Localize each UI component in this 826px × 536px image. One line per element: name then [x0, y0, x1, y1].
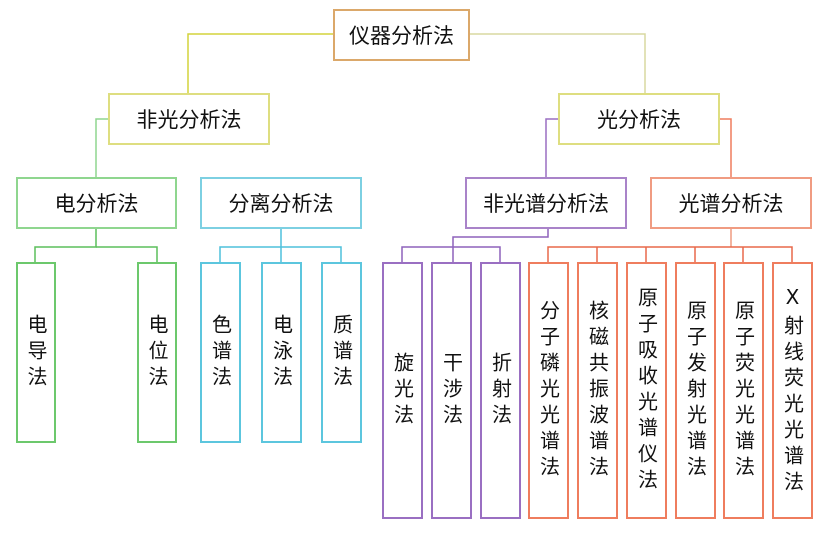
leaf-nmr: 核磁共振波谱法 — [577, 262, 618, 519]
leaf-polarimetry: 旋光法 — [382, 262, 423, 519]
leaf-refractometry: 折射法 — [480, 262, 521, 519]
connector-nonspectral-leaves — [452, 229, 549, 262]
node-non-optical: 非光分析法 — [108, 93, 270, 145]
connector-separation-bar — [219, 246, 342, 262]
connector-spectral-bar — [547, 246, 793, 262]
leaf-xray-fluorescence: X射线荧光光谱法 — [772, 262, 813, 519]
leaf-atomic-fluorescence: 原子荧光光谱法 — [723, 262, 764, 519]
connector-optical-spectral — [719, 118, 732, 177]
leaf-interferometry: 干涉法 — [431, 262, 472, 519]
leaf-potentiometry: 电位法 — [137, 262, 177, 443]
node-spectral: 光谱分析法 — [650, 177, 812, 229]
node-separation: 分离分析法 — [200, 177, 362, 229]
leaf-conductometry: 电导法 — [16, 262, 56, 443]
node-non-spectral: 非光谱分析法 — [465, 177, 627, 229]
connector-root-nonoptical — [187, 33, 333, 93]
leaf-atomic-absorption: 原子吸收光谱仪法 — [626, 262, 667, 519]
leaf-chromatography: 色谱法 — [200, 262, 241, 443]
connector-electro-leaves-right — [96, 246, 158, 262]
leaf-molecular-phosphorescence: 分子磷光光谱法 — [528, 262, 569, 519]
connector-electro-leaves — [34, 229, 97, 262]
connector-root-optical — [469, 33, 646, 93]
node-electro: 电分析法 — [16, 177, 177, 229]
connector-optical-nonspectral — [545, 118, 558, 177]
connector-nonoptical-electro — [95, 118, 108, 177]
connector-nonspectral-bar — [401, 246, 501, 262]
leaf-mass-spectrometry: 质谱法 — [321, 262, 362, 443]
leaf-atomic-emission: 原子发射光谱法 — [675, 262, 716, 519]
node-root: 仪器分析法 — [333, 9, 470, 61]
node-optical: 光分析法 — [558, 93, 720, 145]
leaf-electrophoresis: 电泳法 — [261, 262, 302, 443]
